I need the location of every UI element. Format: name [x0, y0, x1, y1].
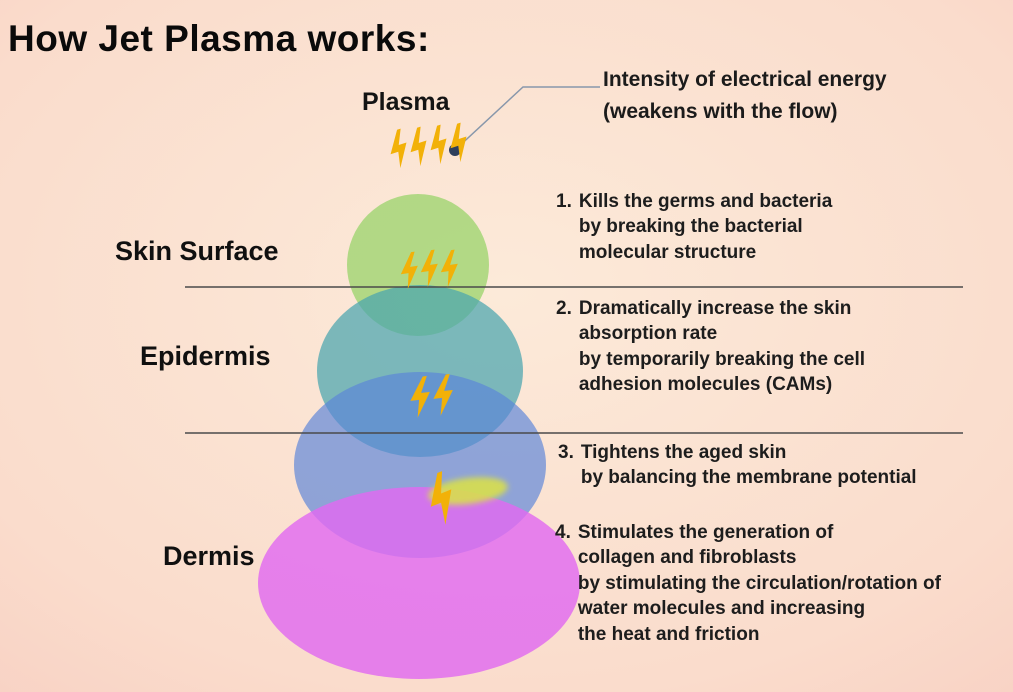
- annotation-number: 4.: [555, 522, 571, 543]
- annotation-item-2: 2. Dramatically increase the skin absorp…: [556, 296, 986, 398]
- annotation-item-4: 4. Stimulates the generation of collagen…: [555, 520, 985, 647]
- annotation-text: Dramatically increase the skin absorptio…: [578, 298, 866, 396]
- lightning-bolt-icon: [404, 126, 434, 168]
- annotation-text: Stimulates the generation of collagen an…: [577, 522, 941, 645]
- dermis-layer-shape: [258, 487, 580, 679]
- lightning-bolt-icon: [424, 124, 454, 166]
- annotation-number: 3.: [558, 442, 574, 463]
- layer-label-dermis: Dermis: [163, 541, 255, 571]
- callout-leader-line: [454, 86, 600, 151]
- layer-label-epidermis: Epidermis: [140, 341, 271, 371]
- annotation-item-1: 1. Kills the germs and bacteria by break…: [556, 189, 986, 265]
- lightning-bolt-icon: [444, 122, 474, 164]
- annotation-number: 1.: [556, 191, 572, 212]
- annotation-text: Kills the germs and bacteria by breaking…: [578, 191, 833, 263]
- lightning-bolt-icon: [384, 128, 414, 170]
- annotation-item-3: 3. Tightens the aged skin by balancing t…: [558, 440, 988, 491]
- annotation-number: 2.: [556, 298, 572, 319]
- layer-label-skin-surface: Skin Surface: [115, 236, 279, 266]
- callout-text: Intensity of electrical energy (weakens …: [603, 68, 887, 123]
- annotation-text: Tightens the aged skin by balancing the …: [580, 442, 917, 489]
- plasma-label: Plasma: [362, 88, 450, 116]
- page-title: How Jet Plasma works:: [8, 18, 430, 59]
